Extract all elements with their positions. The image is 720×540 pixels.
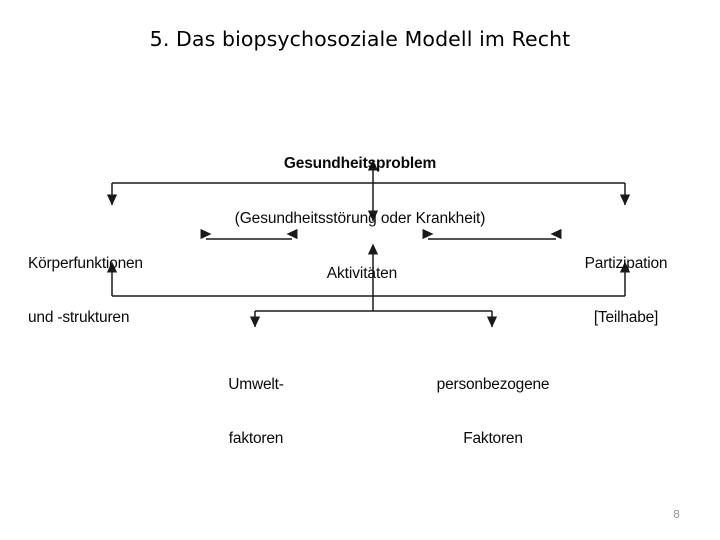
node-health-problem-title: Gesundheitsproblem (283, 154, 437, 172)
node-personal-factors-line2: Faktoren (463, 429, 523, 447)
icf-model-diagram: Gesundheitsproblem (Gesundheitsstörung o… (0, 119, 720, 447)
diagram-connectors (106, 159, 631, 328)
node-environmental-factors-line2: faktoren (228, 429, 284, 447)
node-body-functions-line2: und -strukturen (28, 308, 130, 326)
node-body-functions: Körperfunktionen und -strukturen (28, 219, 208, 363)
node-participation-line1: Partizipation (584, 254, 668, 272)
node-health-problem-subtitle: (Gesundheitsstörung oder Krankheit) (234, 209, 486, 227)
node-body-functions-line1: Körperfunktionen (28, 254, 143, 272)
node-personal-factors-line1: personbezogene (436, 375, 550, 393)
node-activities-line1: Aktivitäten (326, 264, 398, 282)
node-environmental-factors-line1: Umwelt- (228, 375, 284, 393)
node-participation: Partizipation [Teilhabe] (548, 219, 704, 363)
node-health-problem: Gesundheitsproblem (Gesundheitsstörung o… (0, 119, 720, 264)
page-title: 5. Das biopsychosoziale Modell im Recht (149, 27, 571, 51)
node-participation-line2: [Teilhabe] (593, 308, 659, 326)
node-environmental-factors: Umwelt- faktoren (186, 340, 326, 484)
page-number: 8 (673, 508, 680, 521)
node-personal-factors: personbezogene Faktoren (402, 340, 584, 484)
node-activities: Aktivitäten (296, 229, 428, 319)
